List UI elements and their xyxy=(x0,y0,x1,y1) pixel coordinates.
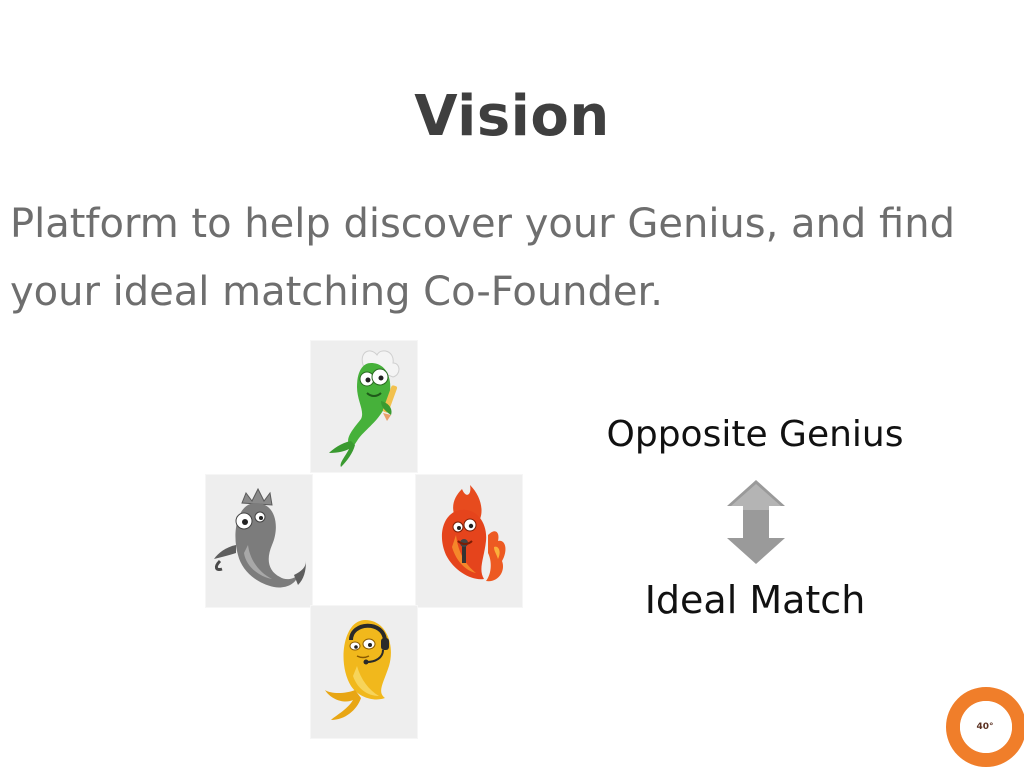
red-flame-fish-icon xyxy=(441,485,506,582)
grey-crowned-fish-icon xyxy=(214,487,306,588)
green-fish-icon xyxy=(329,350,400,467)
ideal-match-label: Ideal Match xyxy=(644,578,866,622)
yellow-headset-fish-icon xyxy=(325,620,391,720)
logo-badge-text: 40° xyxy=(976,722,994,732)
logo-badge-icon xyxy=(946,687,1024,767)
slide-body-text: Platform to help discover your Genius, a… xyxy=(10,201,955,315)
tile-center xyxy=(313,474,415,608)
opposite-genius-label: Opposite Genius xyxy=(606,414,904,455)
slide-title: Vision xyxy=(414,84,610,149)
tile-left xyxy=(205,474,313,608)
tile-top xyxy=(310,340,418,473)
tile-right xyxy=(415,474,523,608)
tile-bottom xyxy=(310,605,418,739)
double-arrow-icon xyxy=(727,480,785,564)
